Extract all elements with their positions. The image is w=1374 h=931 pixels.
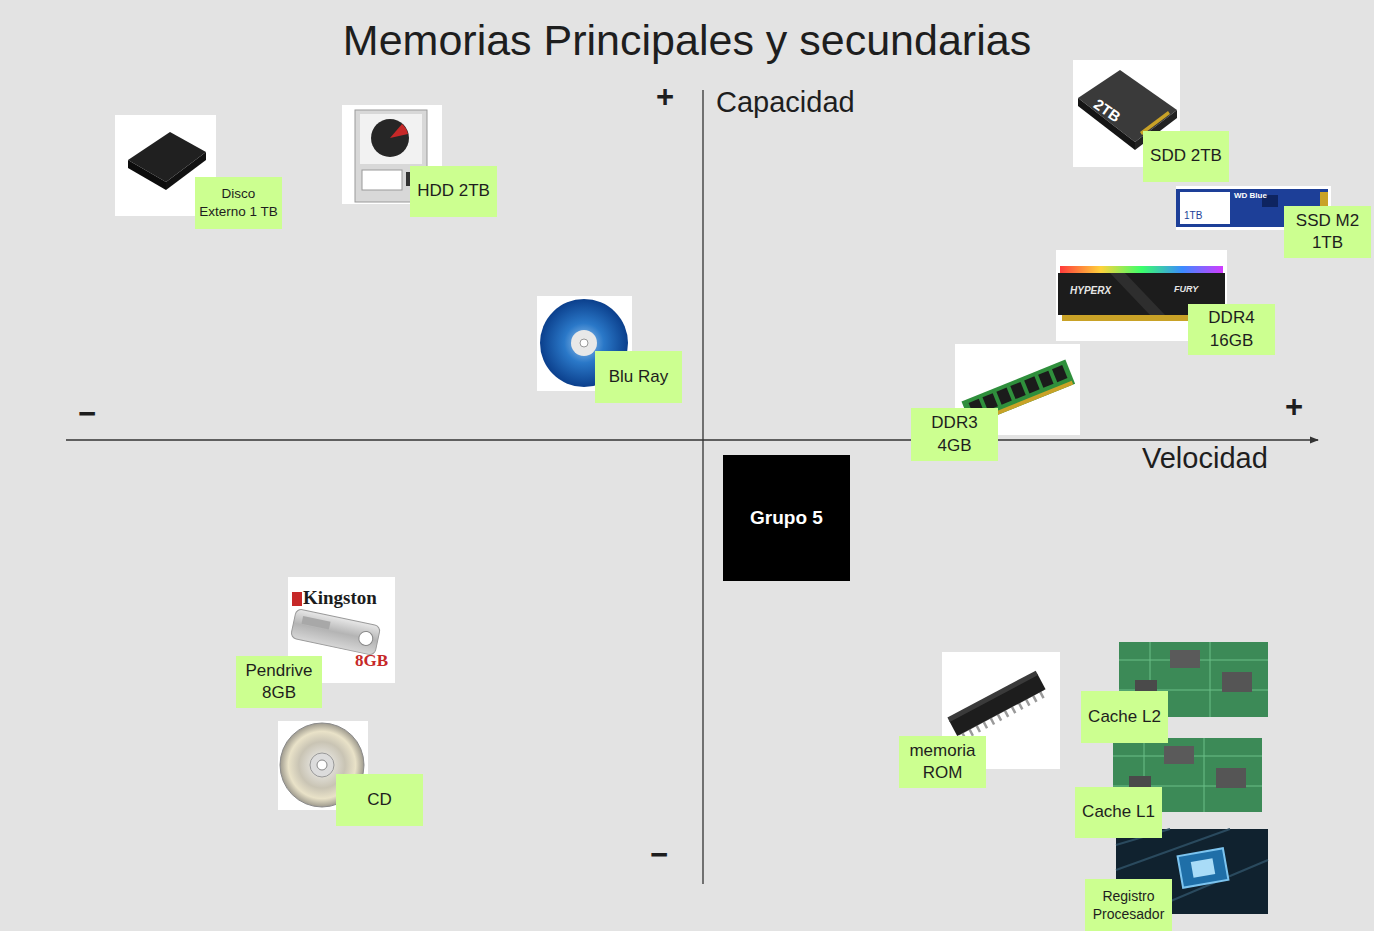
brand-text: Kingston xyxy=(303,588,377,609)
node-label: Cache L1 xyxy=(1082,801,1155,823)
node-label: DDR3 4GB xyxy=(913,412,996,456)
axis-title: Capacidad xyxy=(716,87,855,119)
node-label: Blu Ray xyxy=(609,366,669,388)
axis-line xyxy=(702,90,703,884)
sticky-note: CD xyxy=(336,774,423,826)
sticky-note: Cache L2 xyxy=(1081,691,1168,743)
device-text: 8GB xyxy=(355,652,388,671)
sticky-note: Cache L1 xyxy=(1075,787,1162,838)
sticky-note: SSD M2 1TB xyxy=(1284,206,1371,258)
node-label: HDD 2TB xyxy=(417,180,490,202)
node-label: SDD 2TB xyxy=(1150,145,1222,167)
device-text: 1TB xyxy=(1184,210,1202,221)
sticky-note: memoria ROM xyxy=(899,736,986,788)
axis-line xyxy=(66,439,1318,440)
axis-sign: + xyxy=(656,80,674,114)
axis-title: Velocidad xyxy=(1142,443,1268,475)
sticky-note: Disco Externo 1 TB xyxy=(195,177,282,229)
node-label: SSD M2 1TB xyxy=(1286,210,1369,254)
axis-sign: + xyxy=(1285,390,1303,424)
sticky-note: SDD 2TB xyxy=(1143,131,1229,182)
sticky-note: HDD 2TB xyxy=(410,166,497,217)
sticky-note: Registro Procesador xyxy=(1085,879,1172,931)
group-box: Grupo 5 xyxy=(723,455,850,581)
node-label: Disco Externo 1 TB xyxy=(197,185,280,220)
sticky-note: Blu Ray xyxy=(595,351,682,403)
node-label: Grupo 5 xyxy=(750,506,823,531)
axis-sign: − xyxy=(650,838,668,872)
node-label: Registro Procesador xyxy=(1087,887,1170,923)
node-label: memoria ROM xyxy=(901,740,984,784)
sticky-note: DDR3 4GB xyxy=(911,408,998,461)
device-text: HYPERX xyxy=(1070,285,1111,296)
axis-sign: − xyxy=(78,397,96,431)
node-label: Pendrive 8GB xyxy=(238,660,320,704)
chart-title: Memorias Principales y secundarias xyxy=(0,17,1374,64)
device-text: FURY xyxy=(1174,285,1198,295)
node-label: CD xyxy=(367,789,392,811)
device-text: WD Blue xyxy=(1234,192,1267,201)
node-label: DDR4 16GB xyxy=(1190,307,1273,351)
sticky-note: Pendrive 8GB xyxy=(236,656,322,708)
sticky-note: DDR4 16GB xyxy=(1188,304,1275,355)
node-label: Cache L2 xyxy=(1088,706,1161,728)
